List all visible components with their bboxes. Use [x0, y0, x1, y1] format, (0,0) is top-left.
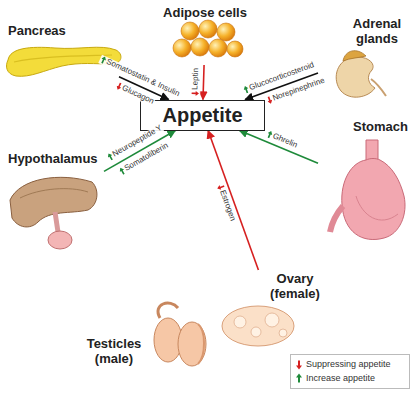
hypothalamus-illustration	[10, 177, 97, 249]
increase-arrow-icon	[296, 373, 302, 383]
hormone-name: Estrogen	[217, 189, 236, 222]
organ-label: Adrenal glands	[346, 17, 408, 47]
decrease-arrow-icon	[191, 91, 199, 96]
organ-label: Adipose cells	[163, 6, 247, 21]
hormone-label: Leptin	[191, 67, 201, 97]
hormone-arrow	[240, 131, 318, 164]
organ-node: Testicles (male)	[75, 300, 210, 375]
adrenal-kidney-illustration	[336, 51, 386, 97]
adipose-illustration	[173, 20, 243, 57]
organ-node: Adipose cells	[155, 4, 255, 65]
organ-node: Hypothalamus	[4, 150, 104, 250]
legend-text: Suppressing appetite	[306, 358, 391, 372]
hormone-name: Leptin	[191, 68, 200, 90]
organ-node: Pancreas	[4, 22, 119, 79]
organ-label: Ovary (female)	[264, 272, 326, 302]
organ-label: Pancreas	[8, 24, 66, 39]
central-label: Appetite	[163, 104, 243, 127]
legend-box: Suppressing appetiteIncrease appetite	[290, 354, 410, 389]
organ-label: Stomach	[353, 120, 408, 135]
hormone-name: Glucagon	[120, 84, 155, 106]
organ-node: Adrenal glands	[318, 15, 412, 97]
stomach-illustration	[330, 140, 405, 240]
organ-node: Ovary (female)	[215, 270, 330, 348]
organ-label: Testicles (male)	[79, 337, 149, 367]
ovary-illustration	[222, 306, 294, 346]
hormone-label: Ghrelin	[265, 129, 300, 150]
hormone-arrow	[208, 131, 258, 271]
legend-text: Increase appetite	[306, 372, 375, 386]
testicles-illustration	[154, 303, 206, 366]
legend-row: Suppressing appetite	[296, 358, 404, 372]
hormone-arrow	[203, 65, 204, 100]
legend-row: Increase appetite	[296, 372, 404, 386]
organ-label: Hypothalamus	[8, 152, 98, 167]
organ-node: Stomach	[318, 118, 412, 248]
decrease-arrow-icon	[296, 360, 302, 370]
hormone-name: Ghrelin	[271, 132, 298, 150]
